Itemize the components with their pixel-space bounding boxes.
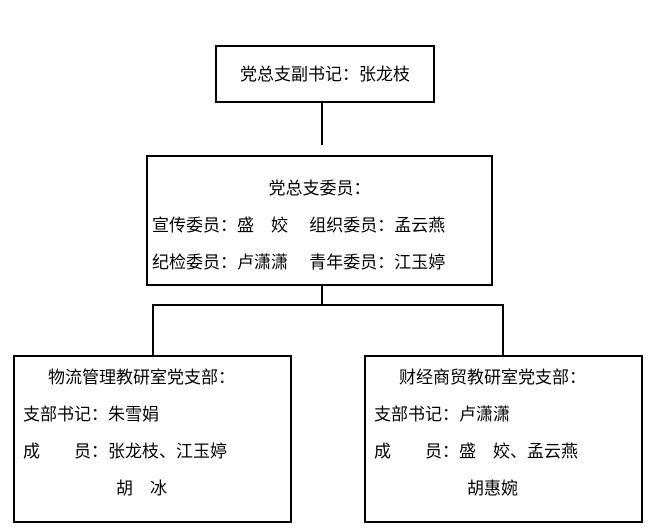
- finance-branch-box: 财经商贸教研室党支部： 支部书记：卢潇潇 成 员：盛 姣、孟云燕 胡惠婉: [364, 355, 643, 523]
- logistics-branch-members-continued: 胡 冰: [116, 479, 167, 498]
- connector-horizontal-bar: [152, 304, 504, 306]
- logistics-branch-box: 物流管理教研室党支部： 支部书记：朱雪娟 成 员：张龙枝、江玉婷 胡 冰: [13, 355, 292, 523]
- committee-row-discipline-youth: 纪检委员：卢潇潇 青年委员：江玉婷: [152, 253, 446, 272]
- connector-top-vertical: [321, 103, 323, 145]
- finance-branch-members-continued: 胡惠婉: [467, 479, 518, 498]
- finance-branch-secretary: 支部书记：卢潇潇: [374, 405, 510, 424]
- finance-branch-members: 成 员：盛 姣、孟云燕: [374, 442, 578, 461]
- connector-left-drop: [152, 304, 154, 355]
- deputy-secretary-box: 党总支副书记：张龙枝: [215, 45, 435, 103]
- connector-right-drop: [502, 304, 504, 355]
- committee-row-publicity-organization: 宣传委员：盛 姣 组织委员：孟云燕: [152, 216, 446, 235]
- finance-branch-title: 财经商贸教研室党支部：: [399, 368, 586, 387]
- deputy-secretary-text: 党总支副书记：张龙枝: [240, 64, 410, 84]
- logistics-branch-title: 物流管理教研室党支部：: [48, 368, 235, 387]
- logistics-branch-secretary: 支部书记：朱雪娟: [23, 405, 159, 424]
- logistics-branch-members: 成 员：张龙枝、江玉婷: [23, 442, 227, 461]
- committee-title: 党总支委员：: [268, 179, 371, 198]
- committee-box: 党总支委员： 宣传委员：盛 姣 组织委员：孟云燕 纪检委员：卢潇潇 青年委员：江…: [146, 155, 493, 286]
- connector-middle-stem: [321, 286, 323, 306]
